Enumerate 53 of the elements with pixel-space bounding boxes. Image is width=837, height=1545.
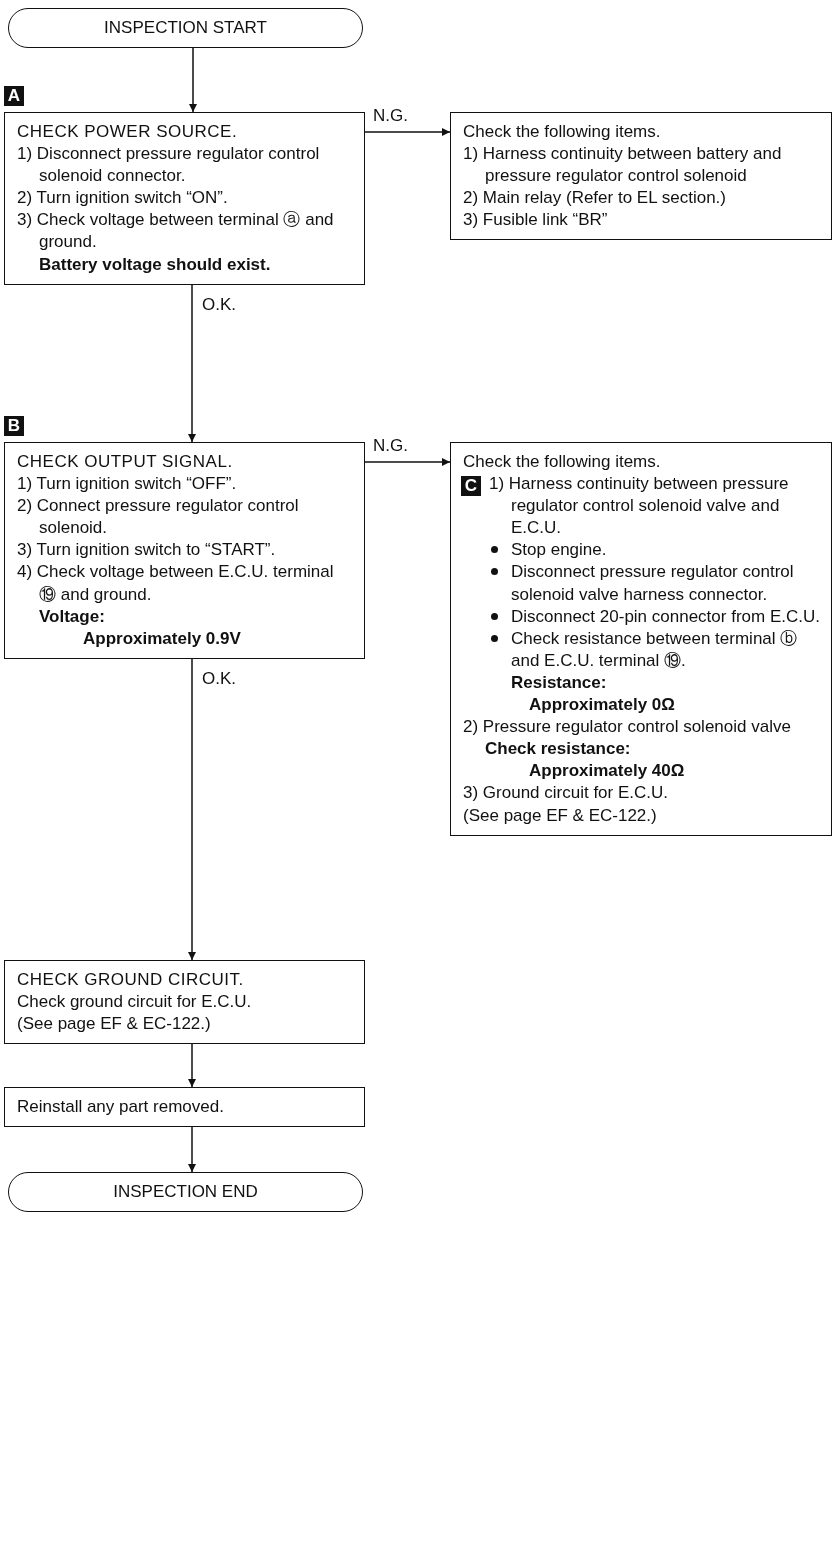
step-heading: CHECK GROUND CIRCUIT. <box>17 969 245 991</box>
step-text: 1) Turn ignition switch “OFF”. <box>17 473 238 496</box>
step-text: Approximately 0.9V <box>82 627 242 650</box>
step-text: (See page EF & EC-122.) <box>17 1013 212 1036</box>
step-text: Battery voltage should exist. <box>38 253 272 276</box>
step-text: 1) Harness continuity between pressure regulator control solenoid valve and E.C.U. <box>489 473 790 540</box>
step-text: Check resistance: <box>484 738 632 761</box>
step-text: Voltage: <box>38 605 106 628</box>
arrow <box>364 458 451 466</box>
step-text: Approximately 40Ω <box>528 760 686 783</box>
step-text: Resistance: <box>510 671 608 694</box>
process-box <box>4 960 365 1045</box>
step-text: 2) Turn ignition switch “ON”. <box>17 187 229 210</box>
step-text: INSPECTION END <box>112 1181 259 1203</box>
step-text: Disconnect pressure regulator control solenoid valve harness connector. <box>511 562 794 604</box>
process-box <box>4 442 365 659</box>
arrow <box>188 1126 196 1173</box>
step-text: 3) Fusible link “BR” <box>463 209 609 232</box>
arrow <box>188 658 196 961</box>
step-text: Check ground circuit for E.C.U. <box>17 991 253 1014</box>
step-text: 2) Main relay (Refer to EL section.) <box>463 187 727 210</box>
process-box <box>4 112 365 285</box>
process-box <box>4 1087 365 1128</box>
step-text: 1) Harness continuity between battery and pressure regulator control solenoid <box>463 143 783 188</box>
section-marker: C <box>461 476 481 496</box>
step-text: 2) Connect pressure regulator control solenoid. <box>17 495 300 540</box>
section-marker: A <box>4 86 24 106</box>
step-text: Stop engine. <box>511 540 607 560</box>
arrow <box>189 47 197 113</box>
step-text: 1) Disconnect pressure regulator control solenoid connector. <box>17 143 321 188</box>
step-text: 3) Ground circuit for E.C.U. <box>463 782 669 805</box>
process-box <box>450 442 832 836</box>
process-box <box>450 112 832 241</box>
step-text: 4) Check voltage between E.C.U. terminal ⑲ and ground. <box>17 561 335 606</box>
terminal-pill <box>8 1172 363 1213</box>
step-text: Check the following items. <box>463 451 662 473</box>
step-text: 3) Turn ignition switch to “START”. <box>17 539 277 562</box>
arrow <box>188 1043 196 1088</box>
arrow <box>364 128 451 136</box>
step-text: Check the following items. <box>463 121 662 143</box>
terminal-pill <box>8 8 363 49</box>
step-text: Disconnect 20-pin connector from E.C.U. <box>511 606 820 626</box>
step-text: Check resistance between terminal ⓑ and E.C.U. terminal ⑲. <box>511 628 798 670</box>
arrow <box>188 284 196 443</box>
step-text: Approximately 0Ω <box>528 694 676 717</box>
step-text: 3) Check voltage between terminal ⓐ and ground. <box>17 209 335 254</box>
step-text: INSPECTION START <box>103 17 268 39</box>
step-heading: CHECK OUTPUT SIGNAL. <box>17 451 234 473</box>
step-text: (See page EF & EC-122.) <box>463 804 658 827</box>
step-text: 2) Pressure regulator control solenoid valve <box>463 716 792 739</box>
section-marker: B <box>4 416 24 436</box>
step-text: Reinstall any part removed. <box>17 1096 225 1118</box>
step-heading: CHECK POWER SOURCE. <box>17 121 239 143</box>
